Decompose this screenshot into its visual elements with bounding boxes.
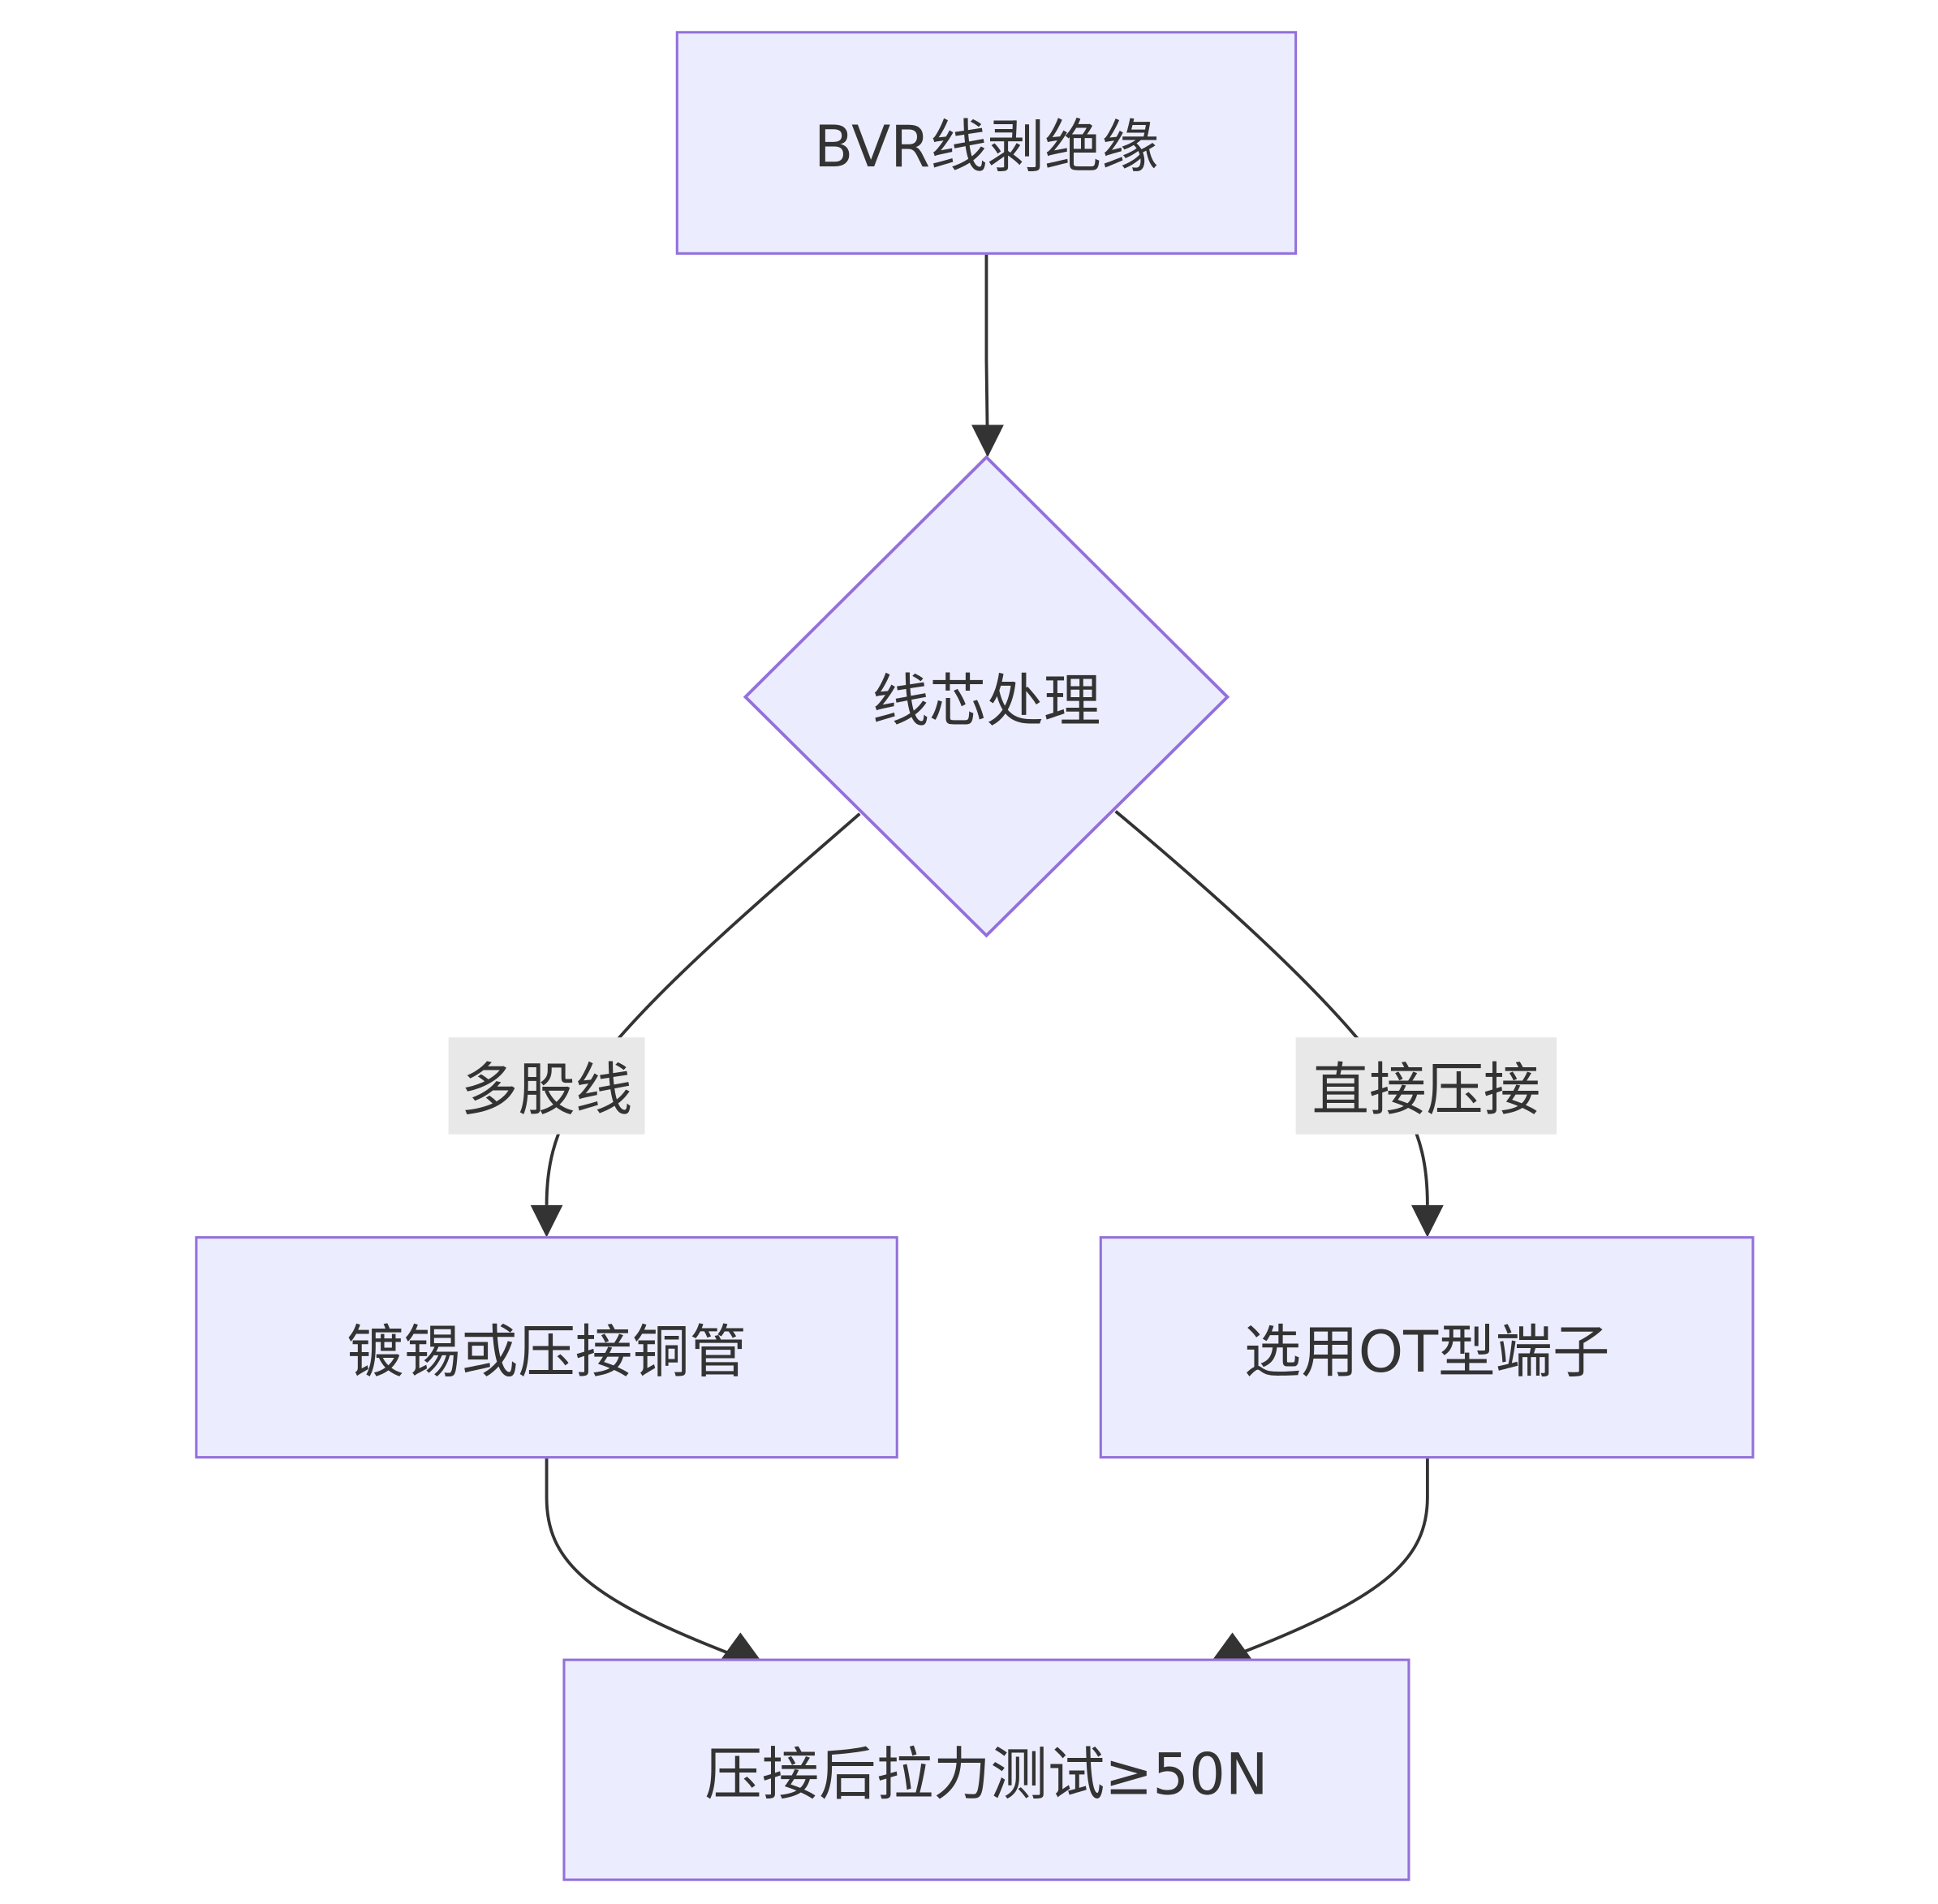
decision-core-processing: 线芯处理 [745, 457, 1227, 935]
edge-label-multi-strand-text: 多股线 [460, 1056, 633, 1123]
edge-tin-to-test [545, 1457, 728, 1654]
node-strip-insulation: BVR线剥绝缘 [675, 31, 1298, 255]
node-ot-terminal: 选用OT型端子 [1099, 1236, 1755, 1459]
node-ot-terminal-label: 选用OT型端子 [1243, 1317, 1610, 1385]
node-pull-test: 压接后拉力测试≥50N [562, 1658, 1410, 1881]
arrowhead-tin [530, 1204, 563, 1238]
edge-label-multi-strand: 多股线 [448, 1037, 645, 1135]
arrowhead-test-right [1212, 1632, 1253, 1661]
arrowhead-test-left [720, 1632, 760, 1661]
edge-ot-to-test [1242, 1457, 1429, 1654]
decision-core-processing-label: 线芯处理 [872, 666, 1101, 734]
edge-strip-to-core [984, 253, 989, 455]
node-tin-or-copper-tube-label: 镀锡或压接铜管 [347, 1317, 747, 1385]
decision-diamond [743, 454, 1230, 938]
node-pull-test-label: 压接后拉力测试≥50N [704, 1739, 1268, 1807]
arrowhead-core [971, 424, 1004, 458]
edge-label-direct-crimp-text: 直接压接 [1311, 1056, 1541, 1123]
node-strip-insulation-label: BVR线剥绝缘 [813, 113, 1159, 180]
node-tin-or-copper-tube: 镀锡或压接铜管 [195, 1236, 898, 1459]
edge-label-direct-crimp: 直接压接 [1295, 1037, 1557, 1135]
arrowhead-ot [1410, 1204, 1444, 1238]
